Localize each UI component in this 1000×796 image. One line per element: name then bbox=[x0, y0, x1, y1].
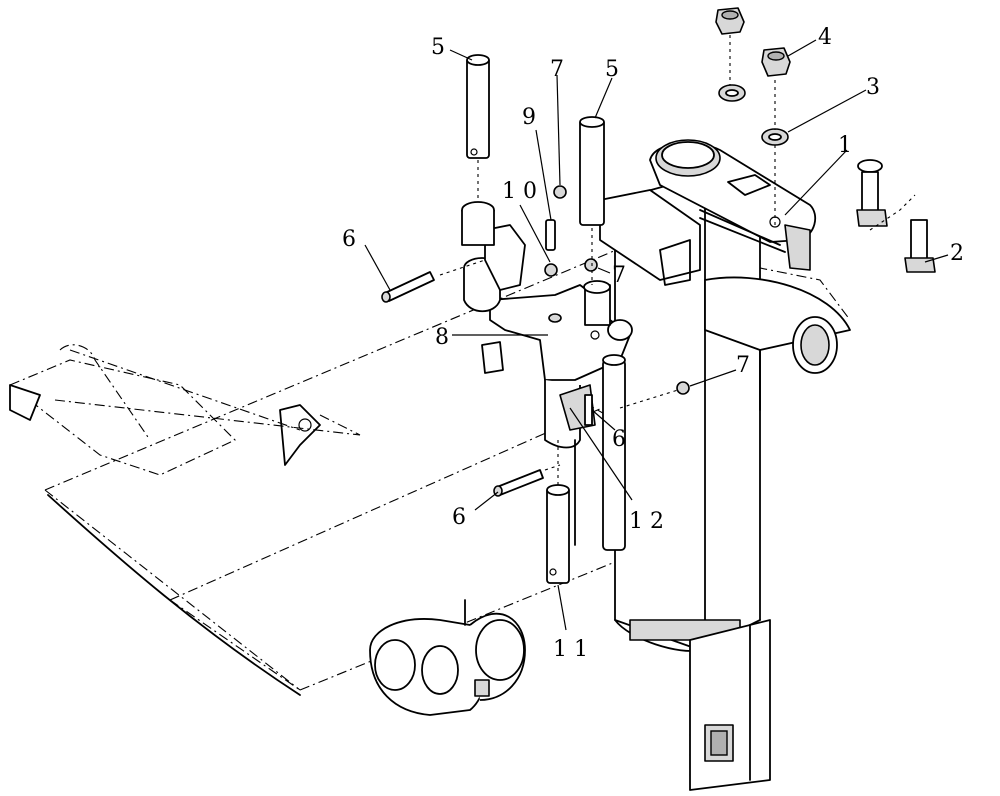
central-bracket bbox=[463, 257, 633, 449]
ear-bushing-body bbox=[461, 210, 495, 246]
pin-5-right bbox=[579, 116, 605, 226]
upper-block bbox=[599, 189, 701, 281]
center-lines bbox=[439, 35, 916, 488]
fitting-7-top bbox=[553, 185, 567, 199]
fitting-7-mid bbox=[584, 258, 598, 272]
leader-lines bbox=[364, 39, 949, 631]
bolt-2-lower bbox=[904, 219, 936, 273]
callout-3: 3 bbox=[866, 75, 880, 100]
callout-11: 1 1 bbox=[553, 637, 588, 662]
mounting-ear bbox=[484, 224, 526, 291]
callout-6-upper: 6 bbox=[342, 227, 356, 252]
callout-8: 8 bbox=[435, 325, 449, 350]
upper-block-tab bbox=[659, 239, 691, 286]
callout-7-mid: 7 bbox=[612, 263, 626, 288]
callout-6-mid: 6 bbox=[612, 427, 626, 452]
left-linkage bbox=[8, 344, 361, 476]
nut-upper bbox=[715, 7, 745, 35]
long-rod bbox=[574, 354, 626, 551]
callout-10: 1 0 bbox=[502, 179, 537, 204]
lever-arm bbox=[649, 139, 817, 271]
roll-pin-mid bbox=[584, 394, 593, 426]
callout-2: 2 bbox=[950, 241, 964, 266]
fitting-7-right bbox=[676, 381, 690, 395]
callout-6-lower: 6 bbox=[452, 505, 466, 530]
callout-7-right: 7 bbox=[736, 353, 750, 378]
pin-5-left bbox=[466, 54, 490, 159]
callout-5-right: 5 bbox=[605, 57, 619, 82]
washer-upper-hole bbox=[725, 89, 739, 97]
roll-pin-lower bbox=[493, 469, 544, 497]
callout-9: 9 bbox=[522, 105, 536, 130]
callout-1: 1 bbox=[838, 133, 852, 158]
bolt-2-upper bbox=[856, 159, 888, 227]
pin-11 bbox=[546, 484, 570, 584]
roll-pin-upper bbox=[381, 271, 435, 303]
hydraulic-motor bbox=[369, 599, 526, 716]
lower-bracket bbox=[689, 619, 771, 791]
callout-12: 1 2 bbox=[629, 509, 664, 534]
callout-labels: 1 2 3 4 5 5 6 6 6 7 7 7 8 9 1 0 1 1 1 2 bbox=[342, 25, 964, 662]
curved-plate bbox=[47, 494, 301, 696]
screw-9 bbox=[545, 219, 556, 251]
square-plate bbox=[481, 341, 504, 374]
washer-3-hole bbox=[768, 133, 782, 141]
callout-4: 4 bbox=[818, 25, 832, 50]
fitting-9 bbox=[544, 263, 558, 277]
callout-7-top: 7 bbox=[550, 57, 564, 82]
nut-4 bbox=[761, 47, 791, 77]
callout-5-left: 5 bbox=[431, 35, 445, 60]
